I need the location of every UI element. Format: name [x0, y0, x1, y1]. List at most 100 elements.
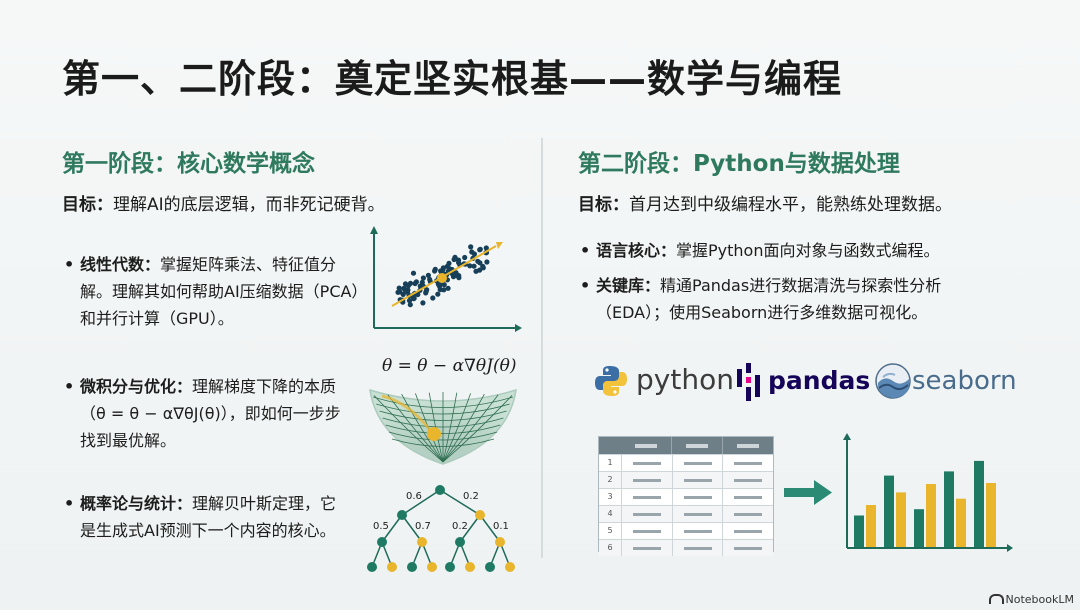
bar-group [854, 460, 996, 547]
scatter-point [473, 268, 479, 274]
table-row: 6 [599, 539, 773, 556]
bar-green [884, 475, 894, 547]
bar-yellow [956, 498, 966, 547]
bar-green [914, 509, 924, 547]
table-cell [622, 472, 672, 488]
table-cell [622, 506, 672, 522]
scatter-point [396, 285, 402, 291]
probability-tree: 0.6 0.2 0.5 0.7 0.2 0.1 [367, 485, 515, 572]
scatter-point [467, 263, 473, 269]
scatter-point [420, 300, 426, 306]
scatter-point [420, 275, 426, 281]
scatter-point [427, 276, 433, 283]
bullet-text: 理解贝叶斯定理，它是生成式AI预测下一个内容的核心。 [80, 494, 337, 540]
python-logo-text: python [636, 363, 734, 396]
row-number: 4 [599, 506, 622, 522]
pandas-logo-icon [737, 363, 760, 401]
bullet-label: 语言核心： [596, 241, 677, 260]
slide-title: 第一、二阶段：奠定坚实根基——数学与编程 [62, 57, 843, 101]
row-number: 3 [599, 489, 622, 505]
left-goal-text: 理解AI的底层逻辑，而非死记硬背。 [113, 195, 385, 215]
right-goal-label: 目标： [578, 195, 629, 215]
table-cell [622, 489, 672, 505]
seaborn-logo-text: seaborn [912, 366, 1017, 396]
right-goal-text: 首月达到中级编程水平，能熟练处理数据。 [629, 195, 952, 215]
table-cell [622, 540, 672, 556]
scatter-point [413, 279, 419, 285]
tree-prob-label: 0.2 [452, 521, 468, 532]
table-cell [722, 455, 773, 471]
scatter-point [423, 290, 429, 296]
scatter-plot-illustration [370, 226, 522, 332]
bar-green [974, 460, 984, 547]
scatter-point [438, 268, 444, 274]
scatter-point [441, 282, 447, 288]
table-cell [671, 489, 723, 505]
right-goal: 目标：首月达到中级编程水平，能熟练处理数据。 [578, 190, 952, 215]
left-goal: 目标：理解AI的底层逻辑，而非死记硬背。 [62, 190, 385, 215]
row-number: 5 [599, 523, 622, 539]
mesh-line [442, 394, 499, 463]
bullet-linear-algebra: •线性代数：掌握矩阵乘法、特征值分解。理解其如何帮助AI压缩数据（PCA）和并行… [64, 255, 360, 328]
bullet-probability: •概率论与统计：理解贝叶斯定理，它是生成式AI预测下一个内容的核心。 [64, 494, 337, 540]
scatter-point [456, 260, 462, 266]
scatter-point [405, 283, 411, 289]
bullet-key-libraries: •关键库：精通Pandas进行数据清洗与探索性分析（EDA）；使用Seaborn… [580, 276, 942, 322]
pandas-logo-text: pandas [768, 366, 871, 395]
table-cell [671, 540, 723, 556]
table-cell [622, 455, 672, 471]
table-cell [722, 506, 773, 522]
table-cell [722, 540, 773, 556]
gradient-formula: θ = θ − α∇θJ(θ) [382, 356, 517, 376]
table-header [599, 437, 773, 454]
scatter-point [469, 249, 475, 255]
table-row: 5 [599, 522, 773, 539]
row-number: 6 [599, 540, 622, 556]
scatter-point [425, 272, 431, 278]
table-cell [722, 523, 773, 539]
left-goal-label: 目标： [62, 195, 113, 215]
table-row: 3 [599, 488, 773, 505]
footer-text: NotebookLM [1005, 593, 1074, 606]
python-logo-icon [595, 366, 627, 396]
bar-yellow [896, 492, 906, 547]
scatter-point [477, 247, 483, 253]
mesh-line [442, 393, 485, 463]
table-cell [622, 523, 672, 539]
row-number: 2 [599, 472, 622, 488]
arrow-right-icon [784, 480, 832, 505]
table-cell [671, 523, 723, 539]
bullet-label: 概率论与统计： [80, 494, 193, 513]
left-heading: 第一阶段：核心数学概念 [62, 151, 315, 177]
table-cell [722, 489, 773, 505]
mesh-line [373, 395, 444, 463]
tree-prob-label: 0.2 [463, 491, 479, 502]
right-heading: 第二阶段：Python与数据处理 [578, 151, 900, 177]
bar-yellow [986, 483, 996, 547]
scatter-point [400, 291, 406, 297]
scatter-point [475, 258, 481, 264]
tree-prob-label: 0.7 [415, 521, 431, 532]
scatter-point [407, 302, 413, 308]
tree-prob-label: 0.5 [373, 521, 389, 532]
bar-green [944, 471, 954, 547]
seaborn-logo-icon [875, 363, 911, 399]
notebooklm-icon [988, 594, 1004, 604]
bullet-text: 掌握矩阵乘法、特征值分解。理解其如何帮助AI压缩数据（PCA）和并行计算（GPU… [80, 255, 360, 328]
table-row: 4 [599, 505, 773, 522]
bullet-label: 微积分与优化： [80, 377, 193, 396]
bullet-language-core: •语言核心：掌握Python面向对象与函数式编程。 [580, 241, 940, 260]
scatter-point [441, 287, 447, 293]
scatter-point [445, 285, 451, 291]
scatter-point [432, 268, 438, 274]
bar-green [854, 515, 864, 547]
tree-prob-label: 0.6 [406, 491, 422, 502]
table-row: 1 [599, 454, 773, 471]
bullet-label: 线性代数： [80, 255, 161, 274]
mesh-line [442, 393, 471, 463]
footer-brand: NotebookLM [988, 593, 1074, 606]
mesh-line [401, 393, 444, 463]
scatter-point [417, 283, 423, 289]
